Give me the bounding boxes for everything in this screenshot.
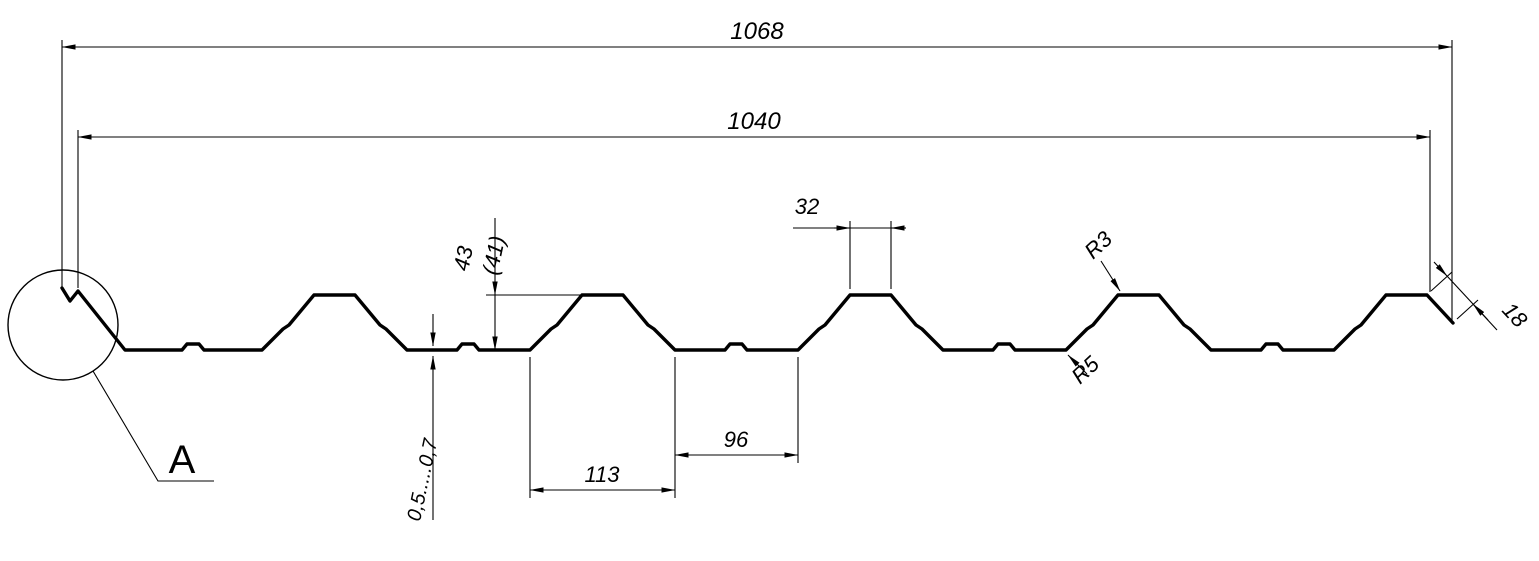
dim-18-ext-2 xyxy=(1456,299,1479,320)
dim-rib-base-width: 113 xyxy=(529,357,676,498)
dim-overall-width: 1068 xyxy=(61,18,1453,320)
dim-18-line xyxy=(1446,275,1474,305)
dim-96-label: 96 xyxy=(724,427,749,452)
r5-label: R5 xyxy=(1066,351,1104,389)
dim-41-label: (41) xyxy=(477,234,510,277)
r5-leader xyxy=(1067,354,1088,375)
detail-circle xyxy=(7,269,119,381)
dim-18-label: 18 xyxy=(1497,297,1532,333)
dim-profile-height: 43 (41) xyxy=(448,218,582,351)
callout-radius-top: R3 xyxy=(1079,226,1121,292)
dim-18-ext-1 xyxy=(1430,271,1453,292)
detail-callout-a: A xyxy=(7,269,214,482)
callout-radius-bottom: R5 xyxy=(1066,351,1104,389)
dim-18-arrow-1 xyxy=(1433,261,1448,277)
r3-leader xyxy=(1100,260,1121,292)
dim-1040-label: 1040 xyxy=(727,108,781,135)
dim-32-label: 32 xyxy=(795,194,819,219)
dim-rib-top-width: 32 xyxy=(793,194,906,289)
r3-label: R3 xyxy=(1079,226,1117,264)
detail-leader xyxy=(92,370,214,482)
detail-a-label: A xyxy=(169,438,196,482)
dim-working-width: 1040 xyxy=(77,108,1431,292)
dim-edge-lip: 18 xyxy=(1430,261,1533,333)
dim-1068-label: 1068 xyxy=(730,18,784,45)
dim-thickness-label: 0,5.....0,7 xyxy=(403,436,442,523)
dim-valley-width: 96 xyxy=(674,357,799,463)
dim-thickness: 0,5.....0,7 xyxy=(403,314,442,523)
dim-43-label: 43 xyxy=(448,243,478,273)
dim-18-tail xyxy=(1472,303,1498,331)
dim-113-label: 113 xyxy=(584,462,620,487)
profile-outline xyxy=(60,286,1455,352)
